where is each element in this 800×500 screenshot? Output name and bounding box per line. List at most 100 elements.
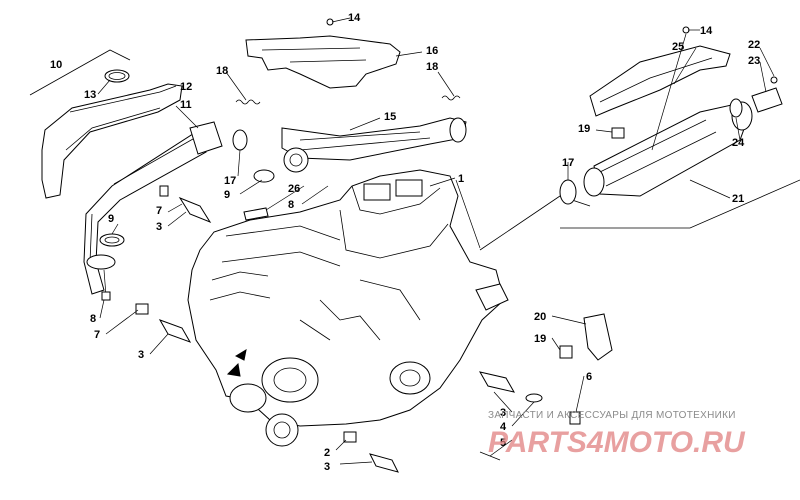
leader-11 [175, 105, 199, 129]
leader-3-right-upper [493, 391, 513, 413]
leader-8-center [301, 185, 329, 205]
mount-3-right-upper [478, 371, 516, 393]
header-flange [189, 121, 223, 155]
nut-8-left [101, 291, 111, 301]
mount-3-right-lower [369, 453, 399, 473]
head-fins [209, 271, 271, 301]
callout-24: 24 [732, 137, 745, 149]
callout-14-center: 14 [348, 12, 361, 24]
cylinder-head-side [339, 209, 449, 259]
callout-9-center: 9 [224, 189, 230, 201]
screw-22 [770, 76, 778, 84]
callout-20: 20 [534, 311, 546, 323]
leader-1 [429, 177, 456, 187]
leader-12 [159, 85, 177, 93]
callout-4: 4 [500, 421, 507, 433]
breather-fitting [475, 283, 509, 311]
cylinder-head-front [351, 185, 441, 215]
heat-shield-25-detail [599, 57, 713, 103]
valve-cover [363, 183, 391, 201]
gasket-24 [729, 98, 743, 118]
leader-18-left [225, 71, 247, 101]
leader-engine-to-muffler [455, 179, 481, 249]
callout-3-lower: 3 [138, 349, 144, 361]
crankcase-port [389, 361, 431, 395]
bolt-7-upper [159, 185, 169, 197]
leader-lines [97, 17, 775, 465]
leader-23 [759, 61, 767, 93]
callout-10: 10 [50, 59, 62, 71]
heat-shield-16 [245, 35, 401, 89]
callout-19-upper: 19 [578, 123, 590, 135]
leader-16 [395, 51, 423, 57]
callout-7-upper: 7 [156, 205, 162, 217]
callout-6: 6 [586, 371, 592, 383]
muffler-21 [593, 103, 749, 197]
mount-3-lower [158, 319, 192, 343]
heat-shield-12 [41, 83, 183, 199]
callout-13: 13 [84, 89, 96, 101]
mid-pipe-inlet-flange [283, 147, 309, 173]
gasket-17-right [559, 179, 577, 205]
callout-11: 11 [180, 99, 192, 111]
leader-25 [673, 47, 697, 85]
callout-14-right: 14 [700, 25, 713, 37]
callout-16: 16 [426, 45, 438, 57]
heat-shield-detail [65, 91, 161, 151]
header-pipe-detail [89, 134, 201, 263]
muffler-group [479, 26, 800, 361]
leader-3-right-lower [339, 461, 373, 465]
callout-18-left: 18 [216, 65, 228, 77]
lower-flange [86, 254, 116, 270]
engine-block-1 [187, 169, 505, 427]
leader-7-upper [167, 203, 183, 213]
leader-4 [511, 401, 535, 427]
callout-26: 26 [288, 183, 300, 195]
callout-3-upper: 3 [156, 221, 162, 233]
gasket-17-center [232, 129, 248, 151]
header-pipe-group [29, 49, 223, 301]
leader-9-center [239, 179, 263, 195]
engine-hoses [299, 279, 421, 341]
grommet-19-lower [559, 345, 573, 359]
spring-18-left [235, 99, 261, 105]
leader-5 [489, 439, 513, 457]
oil-filter [265, 413, 299, 447]
callout-18-right: 18 [426, 61, 438, 73]
leader-8-left [99, 299, 105, 319]
front-arrow-marker [226, 362, 241, 377]
watermark-logo: PARTS4MOTO.RU [488, 426, 746, 459]
leader-14-center [331, 17, 351, 23]
leader-19-upper [595, 129, 613, 133]
leader-26 [265, 185, 305, 211]
callout-23: 23 [748, 55, 760, 67]
watermark-caption: ЗАПЧАСТИ И АКСЕССУАРЫ ДЛЯ МОТОТЕХНИКИ [488, 410, 736, 421]
crankcase-port-inner [399, 369, 421, 387]
callout-5: 5 [500, 437, 506, 449]
watermark: ЗАПЧАСТИ И АКСЕССУАРЫ ДЛЯ МОТОТЕХНИКИ PA… [488, 410, 746, 459]
leader-15 [349, 117, 381, 131]
arrow-marker-2 [234, 348, 247, 361]
callout-3-right-lower: 3 [324, 461, 330, 473]
cylinder-fins [221, 225, 341, 267]
leader-24 [735, 117, 741, 141]
output-shaft-housing [229, 383, 267, 413]
callout-12: 12 [180, 81, 192, 93]
gasket-9-left-inner [104, 236, 120, 244]
callout-7-lower: 7 [94, 329, 100, 341]
engine-assembly [187, 169, 509, 447]
callout-17-center: 17 [224, 175, 236, 187]
callout-25: 25 [672, 41, 684, 53]
callout-2: 2 [324, 447, 330, 459]
valve-cover-2 [395, 179, 423, 197]
callout-21: 21 [732, 193, 744, 205]
leader-3-lower [149, 333, 169, 355]
leader-20 [551, 315, 587, 325]
nut-6 [569, 411, 581, 425]
bolt-7-lower [135, 303, 149, 315]
leader-19-lower [551, 337, 561, 351]
leader-7-lower [105, 309, 139, 335]
header-pipe-11 [83, 131, 207, 295]
leader-2 [335, 439, 347, 451]
